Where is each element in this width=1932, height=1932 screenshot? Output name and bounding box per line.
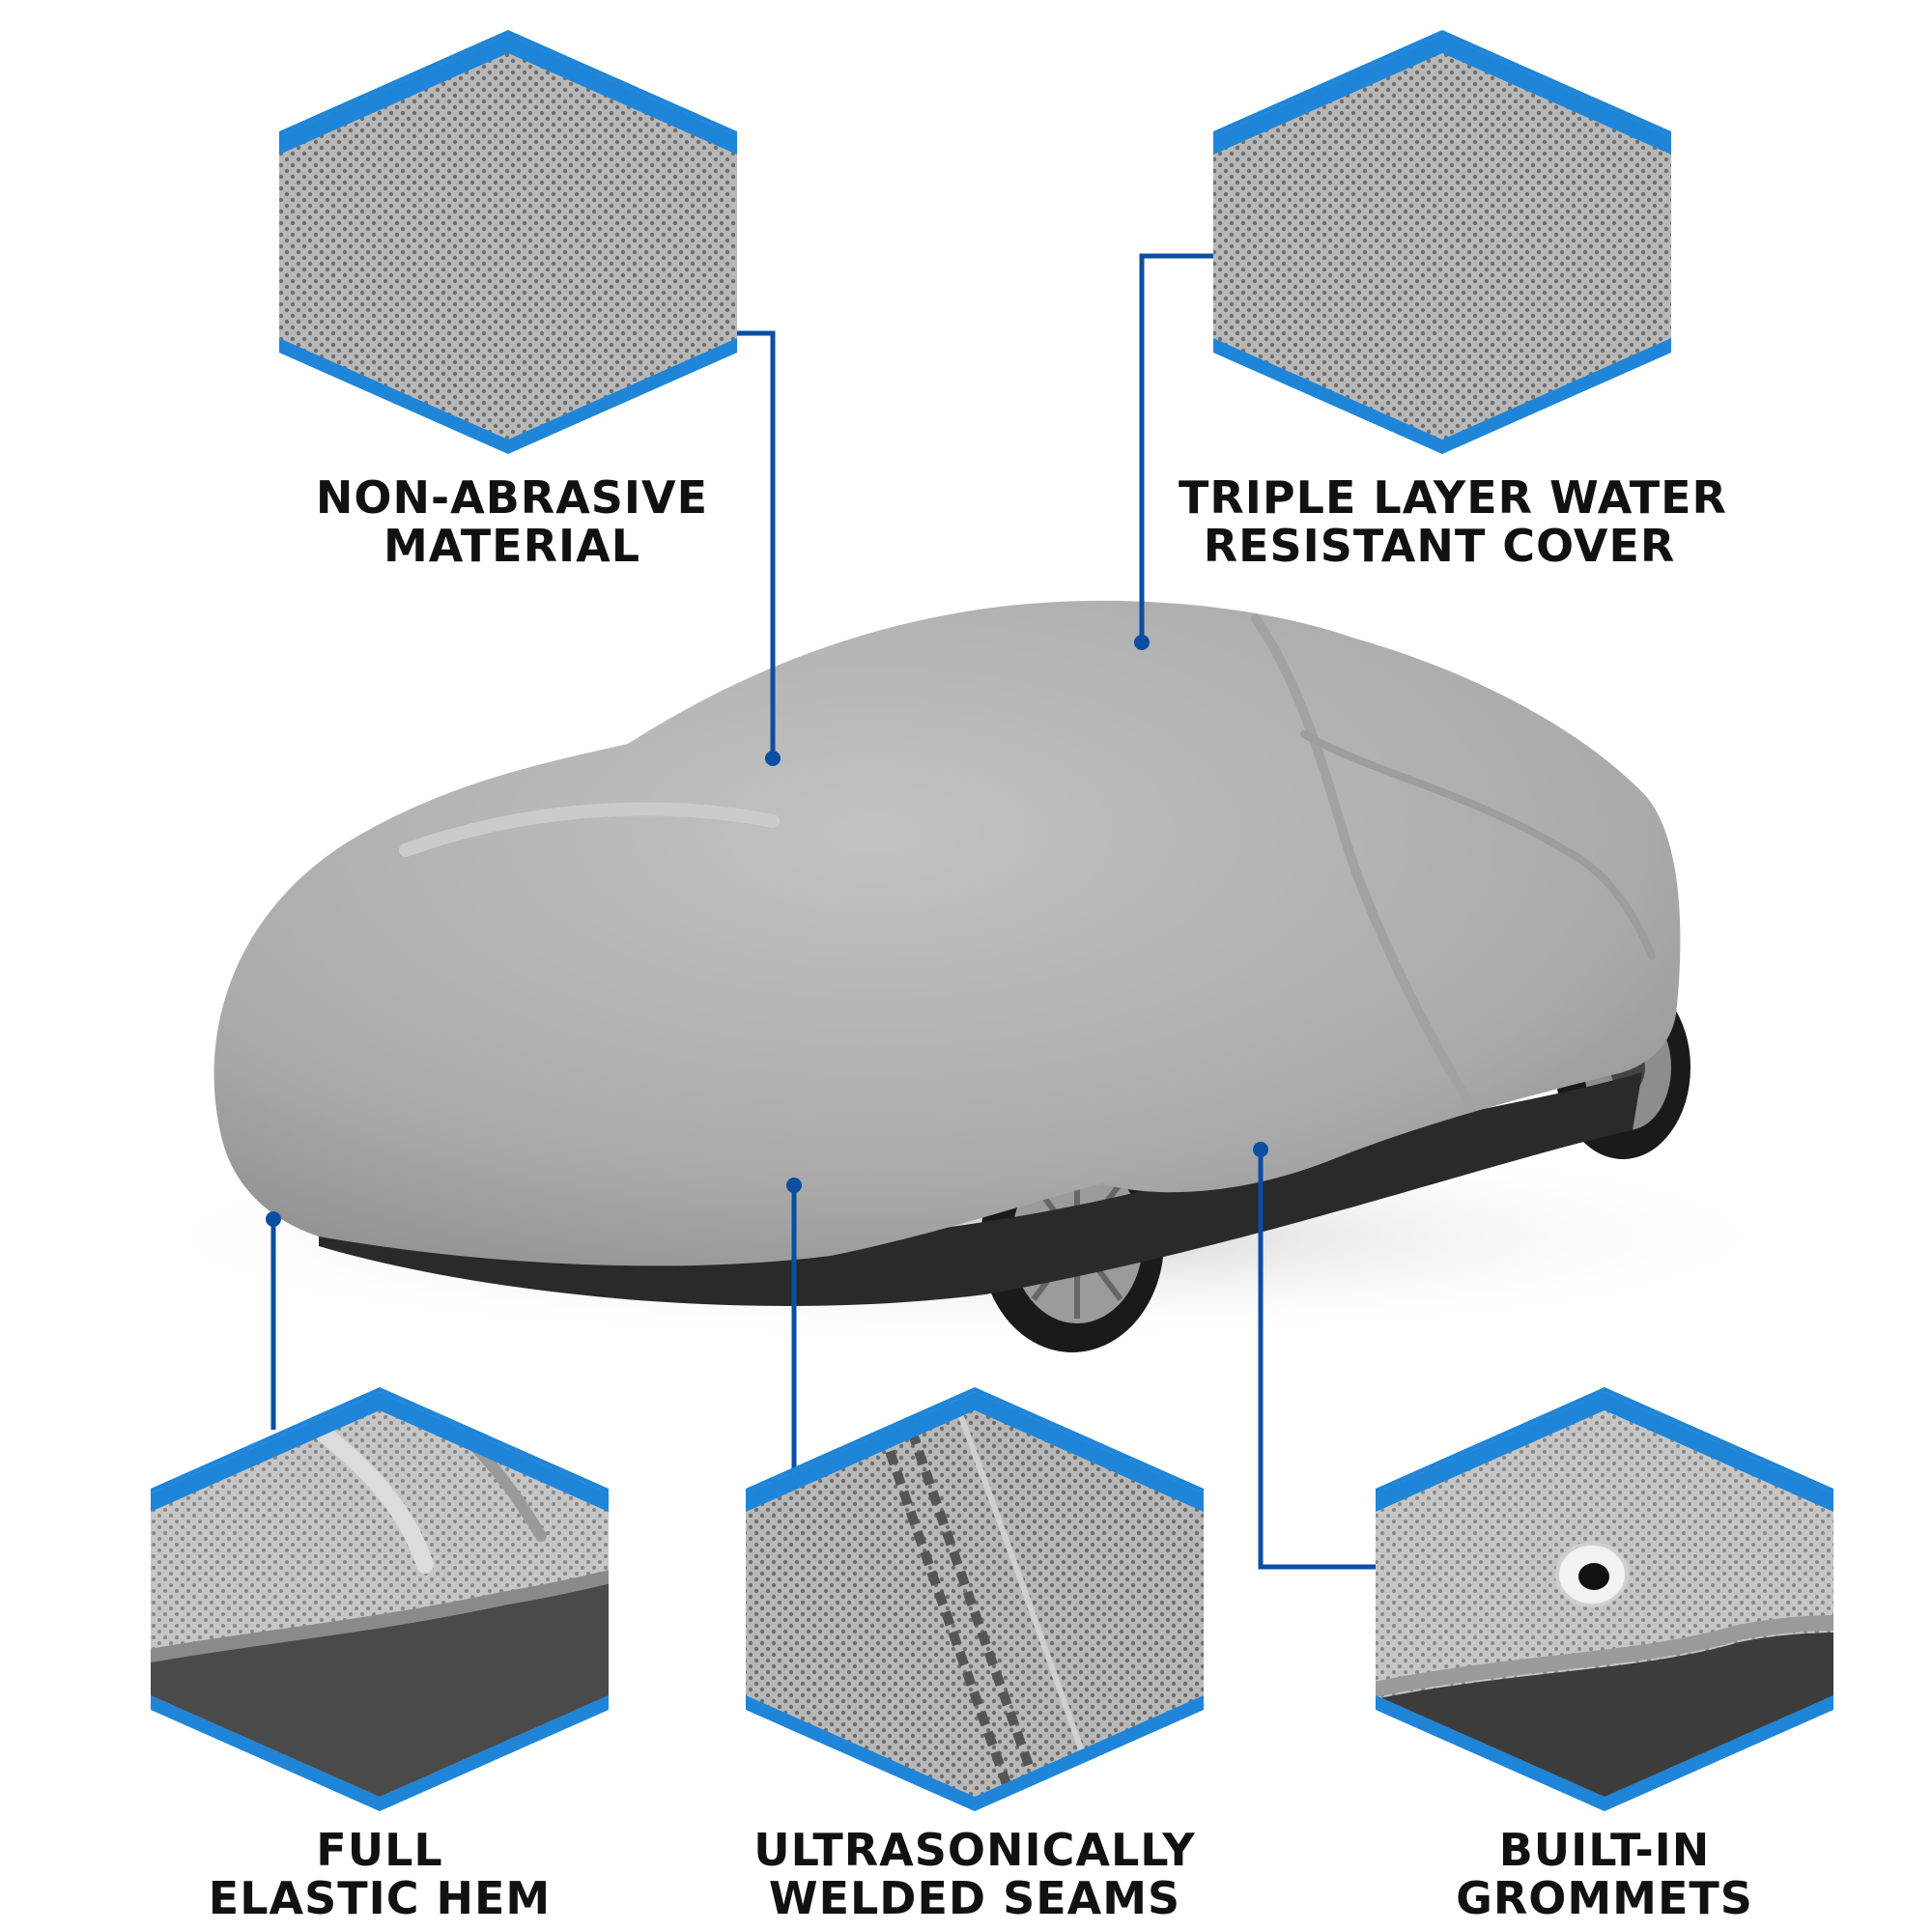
dot-triple-layer	[1134, 635, 1150, 650]
connector-non-abrasive	[737, 330, 776, 758]
dot-non-abrasive	[765, 751, 781, 766]
label-welded-seams-line2: WELDED SEAMS	[768, 1872, 1181, 1924]
label-grommets: BUILT-IN GROMMETS	[1382, 1826, 1827, 1922]
cover-fold-roof	[1251, 613, 1473, 1106]
connector-grommets	[1258, 1150, 1376, 1570]
label-elastic-hem-line1: FULL	[316, 1824, 443, 1876]
cover-hood-highlight	[399, 802, 780, 857]
label-triple-layer-line1: TRIPLE LAYER WATER	[1179, 471, 1727, 524]
label-elastic-hem-line2: ELASTIC HEM	[208, 1872, 552, 1924]
label-non-abrasive: NON-ABRASIVE MATERIAL	[290, 473, 734, 570]
grommet-hole	[1578, 1563, 1609, 1590]
underbody	[319, 1072, 1642, 1306]
hex-grommets	[1376, 1387, 1833, 1811]
dot-welded-seams	[786, 1178, 802, 1193]
dot-elastic-hem	[266, 1211, 281, 1227]
label-welded-seams-line1: ULTRASONICALLY	[753, 1824, 1196, 1876]
covered-car	[116, 600, 1816, 1352]
connector-dots	[266, 635, 1268, 1227]
label-grommets-line1: BUILT-IN	[1498, 1824, 1711, 1876]
connector-triple-layer	[1139, 253, 1213, 642]
dot-grommets	[1253, 1142, 1268, 1157]
label-triple-layer-line2: RESISTANT COVER	[1203, 520, 1676, 572]
label-non-abrasive-line2: MATERIAL	[383, 520, 641, 572]
label-welded-seams: ULTRASONICALLY WELDED SEAMS	[743, 1826, 1207, 1922]
cover-fold-side	[1300, 730, 1656, 960]
label-triple-layer: TRIPLE LAYER WATER RESISTANT COVER	[1179, 471, 1727, 572]
hex-welded-seams	[746, 1387, 1204, 1811]
label-non-abrasive-line1: NON-ABRASIVE	[315, 471, 709, 524]
hex-non-abrasive	[279, 30, 737, 454]
label-elastic-hem: FULL ELASTIC HEM	[157, 1826, 602, 1922]
hex-elastic-hem	[151, 1387, 609, 1811]
connectors	[270, 253, 1376, 1570]
car-cover-body	[213, 600, 1681, 1266]
hex-triple-layer	[1213, 30, 1671, 454]
label-grommets-line2: GROMMETS	[1456, 1872, 1753, 1924]
